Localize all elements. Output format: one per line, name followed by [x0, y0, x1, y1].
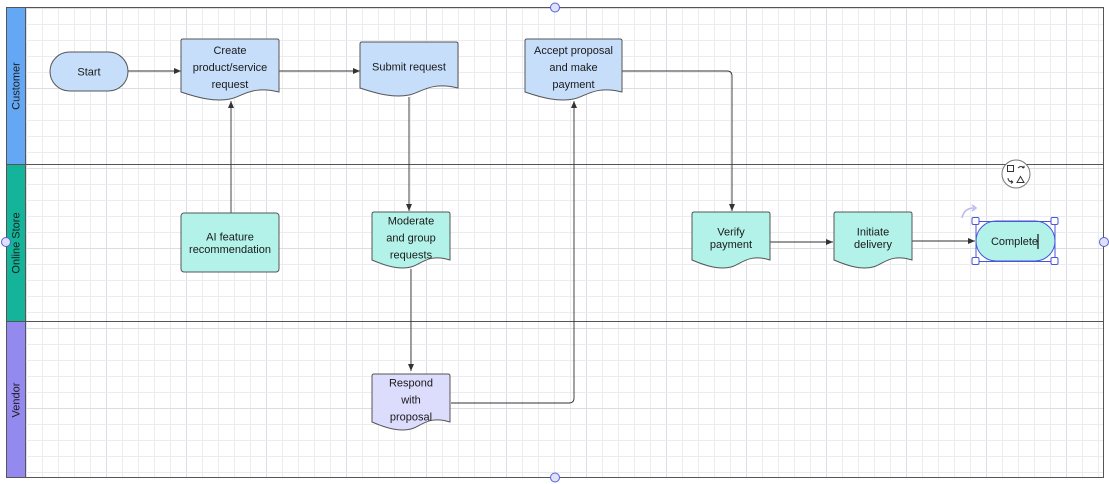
node-moderate[interactable]: Moderate and group requests — [371, 211, 451, 269]
shape-picker-button[interactable] — [1001, 159, 1031, 189]
node-complete[interactable]: Complete — [975, 220, 1056, 262]
node-respond-label: Respond with proposal — [389, 378, 433, 424]
node-initiate-line: delivery — [854, 239, 892, 251]
node-start-label: Start — [77, 67, 100, 79]
node-accept-line: and make — [549, 62, 597, 74]
node-moderate-line: requests — [390, 250, 433, 262]
node-complete-label: Complete — [991, 236, 1038, 248]
node-ai-shape[interactable] — [180, 212, 280, 273]
node-respond-line: proposal — [390, 412, 432, 424]
node-respond-line: Respond — [389, 378, 433, 390]
lane-label-customer: Customer — [11, 62, 23, 110]
node-submit-shape[interactable] — [359, 41, 459, 97]
edge-accept-verify[interactable] — [622, 70, 735, 211]
node-respond-line: with — [400, 395, 421, 407]
node-submit[interactable]: Submit request — [359, 41, 459, 97]
node-respond[interactable]: Respond with proposal — [371, 373, 451, 431]
node-start-shape[interactable] — [49, 51, 129, 92]
node-create-label: Create product/service request — [193, 45, 268, 91]
connection-point-bottom[interactable] — [550, 472, 560, 483]
lane-label-vendor: Vendor — [11, 382, 23, 417]
edge-respond-accept[interactable] — [451, 101, 577, 404]
node-start[interactable]: Start — [49, 51, 129, 92]
node-moderate-line: and group — [386, 233, 436, 245]
node-respond-shape[interactable] — [371, 373, 451, 431]
resize-handle-top-right[interactable] — [1050, 217, 1059, 225]
connection-point-top[interactable] — [550, 2, 560, 13]
rotate-handle-icon[interactable] — [961, 204, 978, 219]
node-moderate-shape[interactable] — [371, 211, 451, 269]
lane-header-online-store[interactable]: Online Store — [7, 165, 25, 321]
connectors — [128, 68, 975, 404]
node-start-line: Start — [77, 67, 100, 79]
resize-handle-top-left[interactable] — [971, 217, 980, 225]
lane-header-vendor[interactable]: Vendor — [7, 322, 25, 477]
node-verify-line: payment — [710, 239, 752, 251]
node-accept-shape[interactable] — [524, 38, 623, 101]
node-moderate-line: Moderate — [388, 216, 434, 228]
node-verify-line: Verify — [717, 226, 745, 238]
node-ai-line: AI feature — [206, 231, 254, 243]
node-create-line: request — [212, 79, 249, 91]
lane-label-online-store: Online Store — [11, 212, 23, 273]
node-create[interactable]: Create product/service request — [180, 38, 280, 101]
lane-header-customer[interactable]: Customer — [7, 8, 25, 164]
resize-handle-bottom-left[interactable] — [971, 257, 980, 265]
node-create-line: Create — [213, 45, 246, 57]
node-ai-line: recommendation — [189, 244, 271, 256]
node-verify-shape[interactable] — [691, 211, 771, 269]
selection-overlay — [961, 204, 1059, 265]
node-accept[interactable]: Accept proposal and make payment — [524, 38, 623, 101]
node-submit-label: Submit request — [372, 62, 446, 74]
shape-picker-icon — [1007, 165, 1025, 184]
connection-point-left[interactable] — [1, 237, 11, 247]
resize-handle-bottom-right[interactable] — [1050, 257, 1059, 265]
node-submit-line: Submit request — [372, 62, 446, 74]
node-initiate-shape[interactable] — [833, 211, 913, 269]
node-complete-line: Complete — [991, 236, 1038, 248]
node-accept-line: payment — [552, 79, 594, 91]
connection-point-right[interactable] — [1099, 237, 1109, 247]
node-initiate-line: Initiate — [857, 226, 889, 238]
node-moderate-label: Moderate and group requests — [386, 216, 436, 262]
node-accept-line: Accept proposal — [534, 45, 613, 57]
node-accept-label: Accept proposal and make payment — [534, 45, 613, 91]
node-create-shape[interactable] — [180, 38, 280, 101]
node-create-line: product/service — [193, 62, 268, 74]
